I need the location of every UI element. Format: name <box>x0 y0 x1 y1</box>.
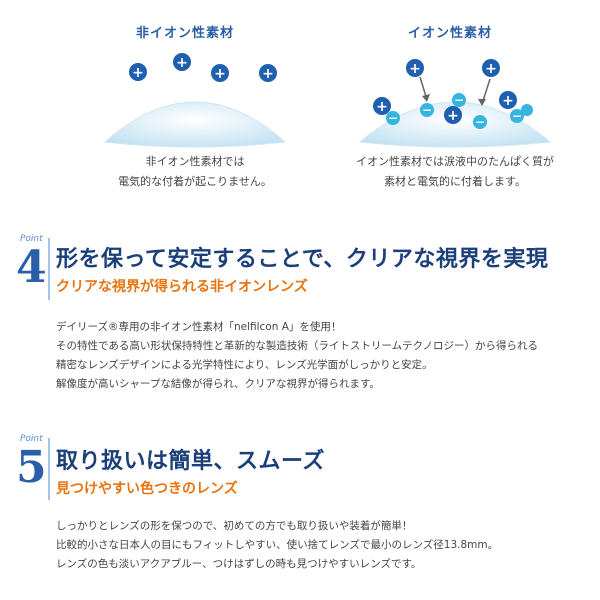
point-4-body-line1: デイリーズ®専用の非イオン性素材「nelfilcon A」を使用！ <box>56 321 342 333</box>
ionic-caption: イオン性素材では涙液中のたんぱく質が 素材と電気的に付着します。 <box>330 152 580 192</box>
nonionic-ion-plus-2: + <box>173 53 191 71</box>
ionic-ion-minus-1: − <box>386 111 400 125</box>
point-4-badge: Point 4 <box>14 234 50 304</box>
point-5-body-line2: 比較的小さな日本人の目にもフィットしやすい、使い捨てレンズで最小のレンズ径13.… <box>56 539 499 551</box>
attach-arrow-1-head <box>422 94 430 102</box>
nonionic-caption: 非イオン性素材では 電気的な付着が起こりません。 <box>80 152 310 192</box>
ionic-caption-line1: イオン性素材では涙液中のたんぱく質が <box>356 155 554 168</box>
ionic-lens-diagram: + + + + + − − − − − <box>358 59 552 148</box>
svg-text:−: − <box>388 111 398 125</box>
ionic-ion-plus-2: + <box>482 59 500 77</box>
nonionic-caption-line1: 非イオン性素材では <box>145 155 245 168</box>
svg-text:−: − <box>512 109 522 123</box>
point-5-body: しっかりとレンズの形を保つので、初めての方でも取り扱いや装着が簡単！ 比較的小さ… <box>56 517 498 574</box>
nonionic-diagram-title: 非イオン性素材 <box>135 26 234 41</box>
ion-sign: + <box>176 55 188 71</box>
point-5-body-line3: レンズの色も淡いアクアブルー、つけはずしの時も見つけやすいレンズです。 <box>56 558 422 570</box>
nonionic-ion-plus-1: + <box>129 63 147 81</box>
ionic-ion-minus-6 <box>521 104 533 116</box>
svg-text:+: + <box>502 93 514 109</box>
ionic-ion-plus-1: + <box>406 59 424 77</box>
point-4-bar <box>48 238 50 300</box>
ion-sign: + <box>132 65 144 81</box>
svg-text:+: + <box>409 61 421 77</box>
point-5-badge: Point 5 <box>14 434 50 504</box>
svg-text:−: − <box>475 115 485 129</box>
point-4-body: デイリーズ®専用の非イオン性素材「nelfilcon A」を使用！ その特性であ… <box>56 318 538 394</box>
ionic-ion-minus-4: − <box>473 115 487 129</box>
point-4-heading: 形を保って安定することで、クリアな視界を実現 <box>56 247 549 272</box>
point-5-heading: 取り扱いは簡単、スムーズ <box>56 449 325 474</box>
point-4-body-line2: その特性である高い形状保持特性と革新的な製造技術（ライトストリームテクノロジー）… <box>56 340 538 352</box>
point-5-bar <box>48 438 50 500</box>
point-5-label: Point <box>20 434 43 444</box>
nonionic-ion-plus-3: + <box>211 64 229 82</box>
svg-text:−: − <box>422 103 432 117</box>
ionic-ion-plus-5: + <box>499 91 517 109</box>
point-5-subheading: 見つけやすい色つきのレンズ <box>56 481 238 497</box>
svg-text:+: + <box>376 99 388 115</box>
ionic-diagram-title: イオン性素材 <box>407 26 492 41</box>
ionic-ion-plus-4: + <box>444 106 462 124</box>
ionic-caption-line2: 素材と電気的に付着します。 <box>384 175 526 188</box>
ionic-ion-plus-3: + <box>373 97 391 115</box>
point-5-body-line1: しっかりとレンズの形を保つので、初めての方でも取り扱いや装着が簡単！ <box>56 520 413 532</box>
nonionic-ion-plus-4: + <box>259 64 277 82</box>
point-4-label: Point <box>20 234 43 244</box>
point-4-number: 4 <box>16 242 47 293</box>
svg-text:−: − <box>454 93 464 107</box>
nonionic-lens-shape <box>103 101 287 148</box>
ionic-ion-minus-3: − <box>452 93 466 107</box>
attach-arrow-2-head <box>478 99 486 106</box>
ionic-ion-minus-5: − <box>510 109 524 123</box>
nonionic-caption-line2: 電気的な付着が起こりません。 <box>118 175 272 188</box>
svg-text:+: + <box>447 108 459 124</box>
point-4-body-line4: 解像度が高いシャープな結像が得られ、クリアな視界が得られます。 <box>56 378 380 390</box>
point-4-body-line3: 精密なレンズデザインによる光学特性により、レンズ光学面がしっかりと安定。 <box>56 359 433 371</box>
ion-sign: + <box>262 66 274 82</box>
ion-sign: + <box>214 66 226 82</box>
point-5-number: 5 <box>16 442 47 493</box>
ionic-ion-minus-2: − <box>420 103 434 117</box>
svg-text:+: + <box>485 61 497 77</box>
nonionic-lens-diagram: + + + + <box>103 53 287 148</box>
point-4-subheading: クリアな視界が得られる非イオンレンズ <box>56 279 308 295</box>
ionic-lens-shape <box>358 101 552 148</box>
